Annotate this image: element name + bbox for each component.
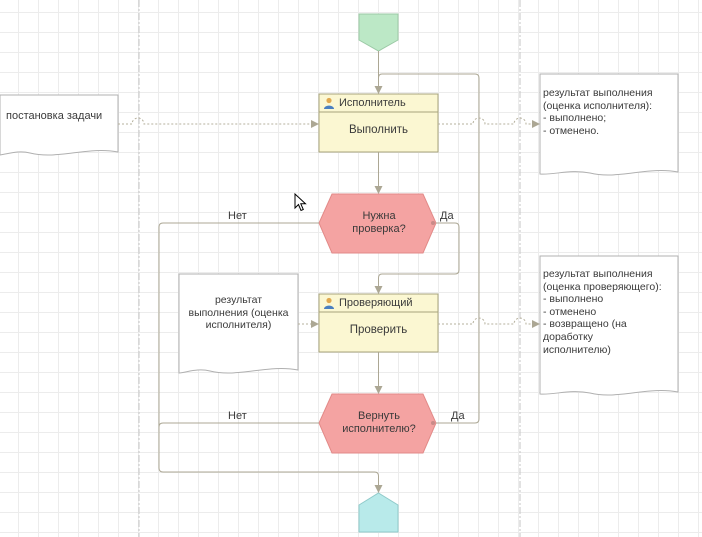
flow-label-return-no: Нет xyxy=(228,410,247,422)
flow-return-no xyxy=(158,422,319,428)
task-check-action: Проверить xyxy=(349,324,408,336)
decision-need-check-line1: Нужна xyxy=(362,210,396,222)
note-check-input[interactable] xyxy=(178,273,299,374)
note-check-input-line: результат xyxy=(214,294,263,306)
flow-label-return-yes: Да xyxy=(451,410,465,422)
note-executor-line: - отменено. xyxy=(543,124,600,137)
note-check-input-line: выполнения (оценка xyxy=(188,306,289,319)
note-executor-line: (оценка исполнителя): xyxy=(543,99,653,112)
note-checker-line: (оценка проверяющего): xyxy=(543,280,662,293)
assoc-execute-to-result xyxy=(438,117,540,128)
note-executor-result-text: результат выполнения (оценка исполнителя… xyxy=(543,87,653,137)
flow-need-check-no xyxy=(158,222,383,493)
person-icon xyxy=(324,297,334,309)
task-execute[interactable] xyxy=(318,93,439,153)
flow-return-yes xyxy=(378,73,480,424)
note-checker-line: исполнителю) xyxy=(543,343,611,356)
note-executor-result[interactable] xyxy=(539,73,679,176)
task-execute-header: Исполнитель xyxy=(319,94,438,112)
decision-return-line1: Вернуть xyxy=(358,410,400,422)
note-checker-result[interactable] xyxy=(539,255,679,396)
note-input-task-text: постановка задачи xyxy=(6,110,103,122)
note-checker-line: - отменено xyxy=(543,305,597,318)
note-checker-line: доработку xyxy=(543,330,594,343)
port-dot-need-check xyxy=(431,221,435,225)
note-executor-line: результат выполнения xyxy=(543,87,653,99)
flow-label-need-check-yes: Да xyxy=(440,210,454,222)
task-execute-action: Выполнить xyxy=(348,124,409,136)
task-check-role: Проверяющий xyxy=(339,297,413,309)
start-event[interactable] xyxy=(358,13,399,52)
assoc-input-to-execute xyxy=(118,117,319,128)
note-check-input-line: исполнителя) xyxy=(205,319,272,332)
note-check-input-text: результат выполнения (оценка исполнителя… xyxy=(179,294,298,332)
note-checker-line: - возвращено (на xyxy=(543,318,627,331)
mouse-cursor-icon xyxy=(294,193,307,212)
decision-return-line2: исполнителю? xyxy=(342,423,416,435)
note-checker-line: - выполнено xyxy=(543,293,604,306)
note-input-task[interactable] xyxy=(0,94,119,156)
task-execute-role: Исполнитель xyxy=(339,97,406,109)
assoc-check-to-result xyxy=(438,317,540,328)
flow-label-need-check-no: Нет xyxy=(228,210,247,222)
decision-need-check-line2: проверка? xyxy=(352,223,406,235)
port-dot-return xyxy=(431,421,435,425)
decision-return-label: Вернуть исполнителю? xyxy=(329,410,429,436)
note-executor-line: - выполнено; xyxy=(543,112,607,125)
note-checker-result-text: результат выполнения (оценка проверяющег… xyxy=(543,268,662,356)
flow-need-check-yes xyxy=(374,222,460,294)
task-check-header: Проверяющий xyxy=(319,294,438,312)
person-icon xyxy=(324,97,334,109)
note-checker-line: результат выполнения xyxy=(543,268,653,280)
decision-need-check-label: Нужна проверка? xyxy=(329,210,429,236)
end-event[interactable] xyxy=(358,492,399,533)
